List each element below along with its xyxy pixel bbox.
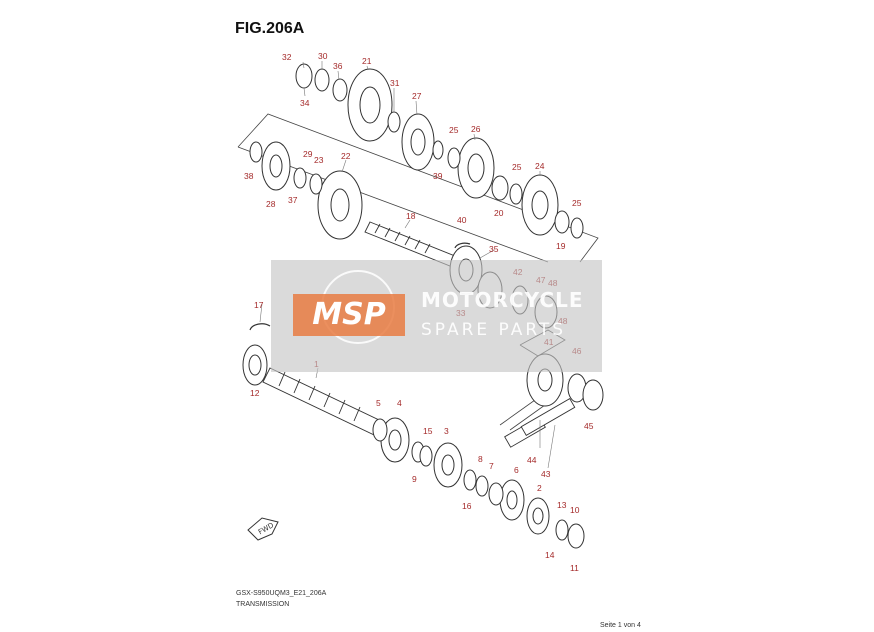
callout: 43 [541,469,551,479]
callout: 25 [449,125,459,135]
callout: 26 [471,124,481,134]
figure-title: FIG.206A [235,20,305,37]
washer-29 [293,167,307,189]
watermark-banner: MSP MOTORCYCLE SPARE PARTS [271,260,602,372]
washer-25c [570,217,584,239]
washer-39 [432,140,444,160]
callout: 14 [545,550,555,560]
callout: 13 [557,500,567,510]
countershaft-group-outline [237,113,599,263]
callout: 12 [250,388,260,398]
callout: 25 [512,162,522,172]
callout: 16 [462,501,472,511]
bushing-7 [488,482,504,506]
callout: 32 [282,52,292,62]
countershaft [364,221,461,269]
callout: 9 [412,474,417,484]
bearing-19 [554,210,570,234]
washer-25 [447,147,461,169]
nut-45 [582,379,604,411]
drive-chain-43 [504,398,576,448]
callout: 19 [556,241,566,251]
watermark-text-line1: MOTORCYCLE [421,288,584,312]
callout: 24 [535,161,545,171]
callout: 8 [478,454,483,464]
circlip-40 [454,242,471,249]
washer-25b [509,183,523,205]
callout: 30 [318,51,328,61]
ring-14 [555,519,569,541]
callout: 25 [572,198,582,208]
callout: 22 [341,151,351,161]
diagram-caption: TRANSMISSION [236,601,290,608]
circlip-17 [249,323,271,331]
ring-36 [332,78,348,102]
callout: 36 [333,61,343,71]
callout: 18 [406,211,416,221]
callout: 3 [444,426,449,436]
callout: 44 [527,455,537,465]
callout: 35 [489,244,499,254]
callout: 15 [423,426,433,436]
callout: 2 [537,483,542,493]
washer-30 [314,68,330,92]
callout: 17 [254,300,264,310]
fwd-arrow-icon: FWD [247,517,279,541]
callout: 20 [494,208,504,218]
bearing-11 [567,523,585,549]
bearing-20 [491,175,509,201]
ring-23 [309,173,323,195]
bushing-5 [372,418,388,442]
washer-31 [387,111,401,133]
ring-38 [249,141,263,163]
page-number: Seite 1 von 4 [600,622,641,629]
washer-8 [475,475,489,497]
ring-16 [463,469,477,491]
watermark-text-line2: SPARE PARTS [421,320,567,340]
callout: 39 [433,171,443,181]
callout: 28 [266,199,276,209]
callout: 6 [514,465,519,475]
callout: 7 [489,461,494,471]
callout: 5 [376,398,381,408]
callout: 4 [397,398,402,408]
callout: 38 [244,171,254,181]
callout: 37 [288,195,298,205]
callout: 11 [570,563,579,573]
model-code: GSX-S950UQM3_E21_206A [236,590,327,597]
callout: 29 [303,149,313,159]
ring-15 [419,445,433,467]
callout: 31 [390,78,400,88]
callout: 45 [584,421,594,431]
callout: 27 [412,91,422,101]
callout: 40 [457,215,467,225]
callout: 34 [300,98,310,108]
watermark-logo: MSP [293,294,405,336]
callout: 23 [314,155,324,165]
callout: 10 [570,505,580,515]
callout: 21 [362,56,372,66]
